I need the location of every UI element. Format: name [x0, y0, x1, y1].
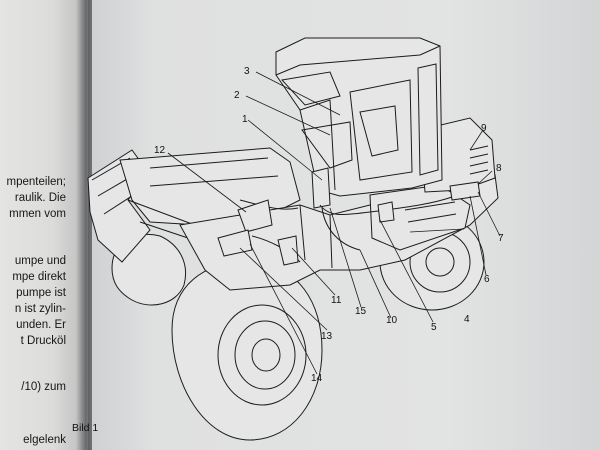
left-page-text-line: t Drucköl [20, 335, 66, 347]
callout-15: 15 [355, 306, 367, 317]
callout-6: 6 [484, 274, 490, 285]
callout-5: 5 [431, 322, 437, 333]
left-page-text-line: unden. Er [16, 319, 66, 331]
callout-10: 10 [386, 315, 398, 326]
callout-leader-lines [167, 71, 501, 375]
callout-4: 4 [464, 314, 470, 325]
left-page-text-line: mpenteilen; [6, 176, 66, 188]
cab-drawing [275, 37, 443, 197]
left-page-text-line: raulik. Die [14, 192, 66, 204]
figure-caption: Bild 1 [72, 422, 99, 434]
left-page-text-line: elgelenk [23, 434, 66, 446]
callout-8: 8 [496, 163, 502, 174]
left-page-text-line: /10) zum [21, 381, 66, 393]
callout-14: 14 [311, 373, 323, 384]
callout-9: 9 [481, 123, 487, 134]
callout-3: 3 [244, 66, 250, 77]
left-page-text-line: mmen vom [9, 208, 66, 220]
left-page [0, 0, 88, 450]
hydraulic-lines-drawing [217, 167, 481, 266]
callout-1: 1 [242, 114, 248, 125]
left-page-text-line: pumpe ist [16, 287, 66, 299]
callout-7: 7 [498, 233, 504, 244]
callout-11: 11 [331, 295, 342, 306]
callout-12: 12 [154, 145, 166, 156]
left-page-text-line: n ist zylin- [14, 303, 66, 315]
callout-13: 13 [321, 331, 333, 342]
callout-2: 2 [234, 90, 240, 101]
chassis-drawing [179, 174, 499, 291]
front-wheel-drawing [171, 261, 323, 441]
left-page-text-line: umpe und [14, 255, 66, 267]
left-page-text-line: mpe direkt [12, 271, 66, 283]
callout-numbers: 1 2 3 4 5 6 7 8 9 10 11 12 13 14 15 [154, 66, 504, 384]
